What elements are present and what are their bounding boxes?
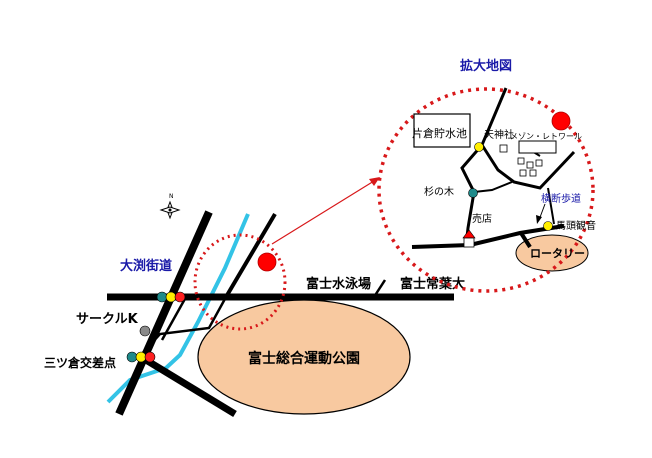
label-sugi-no-ki: 杉の木 [424,185,454,198]
signal-mitsukura [126,351,156,363]
label-bato-kannon: 馬頭観音 [556,219,596,232]
sugi-no-ki-marker [468,188,478,198]
building-box [535,159,543,167]
building-box [517,157,525,165]
compass-icon: N [159,193,181,220]
label-mitsukura: 三ツ倉交差点 [44,355,116,370]
store-icon [462,229,476,248]
label-maison: メゾン・レトワール [510,132,582,141]
zoom-north-road [460,87,508,247]
katakura-reservoir-box [413,113,471,148]
zoom-branch [473,181,513,193]
crosswalk-arrow [536,203,546,224]
zoom-east-road [480,144,576,190]
zoom-road-se [547,187,555,225]
zoom-road-to-rotary [519,231,532,249]
zoom-destination-marker [551,111,571,131]
building-box [518,140,557,154]
focus-circle [193,233,287,331]
zoom-main-road [411,224,565,249]
svg-text:N: N [169,193,174,200]
destination-marker [257,252,277,272]
label-circle-k: サークルK [76,312,139,327]
building-box [529,169,537,177]
zoom-arrow [271,177,380,245]
minor-roads [139,279,387,357]
label-fuji-tokoha: 富士常葉大 [400,276,465,292]
label-tenjinsha: 天神社 [484,128,514,141]
zoom-circle [377,87,595,293]
building-box [519,169,527,177]
zoom-title: 拡大地図 [460,58,512,74]
label-rotary: ロータリー [530,247,585,260]
label-store: 売店 [472,212,492,225]
label-crosswalk: 横断歩道 [541,192,581,205]
label-fuji-park: 富士総合運動公園 [248,350,360,367]
bato-kannon-marker [543,221,553,231]
circle-k-marker [139,325,151,337]
building-box [499,144,508,153]
tenjinsha-marker [474,142,484,152]
building-box [526,161,534,169]
rotary-area [515,234,589,272]
signal-omata [156,291,186,303]
label-katakura: 片倉貯水池 [412,126,467,140]
label-omata-road: 大渕街道 [120,258,172,274]
label-fuji-pool: 富士水泳場 [306,276,371,292]
zoom-map: 拡大地図 片倉貯水池 天神社 メゾン・レトワール 杉の木 横断歩道 売店 馬頭観… [377,58,596,293]
